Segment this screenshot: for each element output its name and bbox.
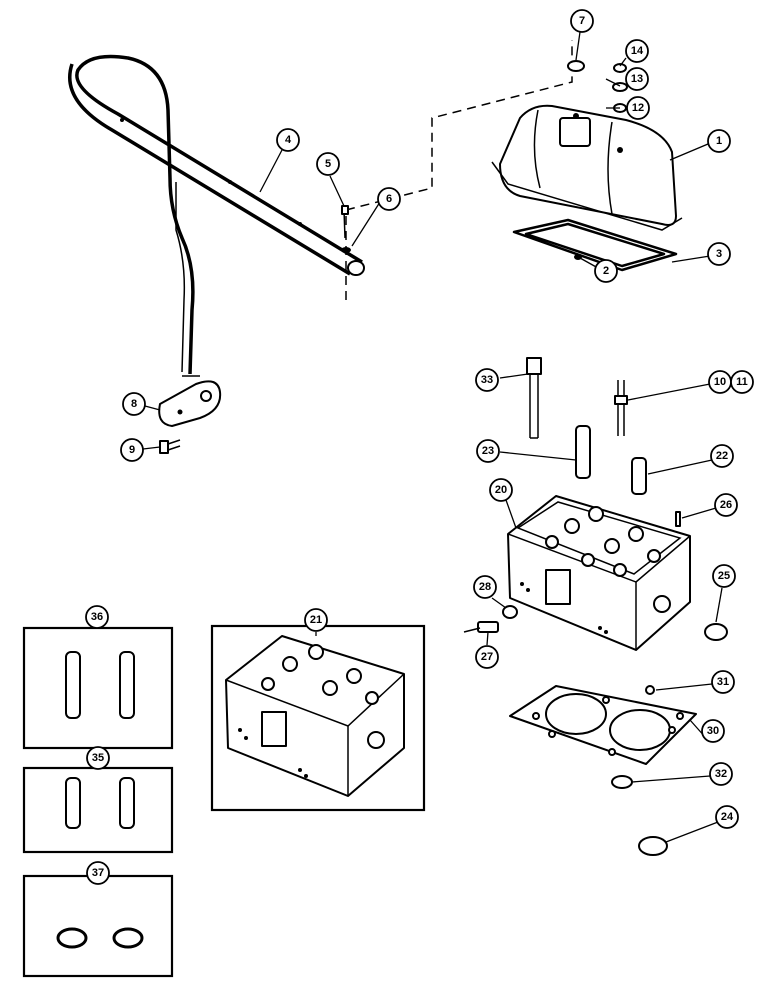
callout-label-35: 35 xyxy=(92,752,104,764)
callout-label-12: 12 xyxy=(632,102,644,114)
callout-label-14: 14 xyxy=(631,45,644,57)
washer-7 xyxy=(567,60,585,72)
callout-label-9: 9 xyxy=(129,444,135,456)
washer-6 xyxy=(341,247,351,253)
callout-label-36: 36 xyxy=(91,611,103,623)
callout-2: 2 xyxy=(594,259,618,283)
callout-label-13: 13 xyxy=(631,73,643,85)
callout-label-2: 2 xyxy=(603,265,609,277)
flange-plate xyxy=(158,380,222,427)
callout-9: 9 xyxy=(120,438,144,462)
sleeve-24 xyxy=(638,836,668,856)
callout-31: 31 xyxy=(711,670,735,694)
callout-label-21: 21 xyxy=(310,614,322,626)
kit-21-cylinder-head xyxy=(225,635,405,797)
callout-label-6: 6 xyxy=(386,193,392,205)
callout-11: 11 xyxy=(730,370,754,394)
callout-33: 33 xyxy=(475,368,499,392)
fitting-27 xyxy=(463,621,499,633)
callout-label-4: 4 xyxy=(285,134,292,146)
callout-label-5: 5 xyxy=(325,158,331,170)
cylinder-head xyxy=(507,495,691,651)
dowel-22 xyxy=(631,457,647,495)
cup-plug-25 xyxy=(704,623,728,641)
callout-21: 21 xyxy=(304,608,328,632)
callout-6: 6 xyxy=(377,187,401,211)
breather-tube xyxy=(68,54,365,377)
valve-cover-gasket xyxy=(512,218,678,272)
valve-cover xyxy=(491,104,683,231)
callout-14: 14 xyxy=(625,39,649,63)
callout-4: 4 xyxy=(276,128,300,152)
head-bolt-33 xyxy=(526,357,542,439)
callout-25: 25 xyxy=(712,564,736,588)
callout-10: 10 xyxy=(708,370,732,394)
callout-3: 3 xyxy=(707,242,731,266)
callout-35: 35 xyxy=(86,746,110,770)
callout-label-33: 33 xyxy=(481,374,493,386)
callout-8: 8 xyxy=(122,392,146,416)
kit-37-seals xyxy=(56,927,144,949)
callout-label-20: 20 xyxy=(495,484,507,496)
callout-24: 24 xyxy=(715,805,739,829)
seal-28 xyxy=(502,605,518,619)
callout-label-8: 8 xyxy=(131,398,137,410)
callout-label-31: 31 xyxy=(717,676,729,688)
callout-label-22: 22 xyxy=(716,450,728,462)
callout-30: 30 xyxy=(701,719,725,743)
dowel-23 xyxy=(575,425,591,479)
callout-label-37: 37 xyxy=(92,867,104,879)
callout-label-7: 7 xyxy=(579,15,585,27)
seal-32 xyxy=(611,775,633,789)
callout-32: 32 xyxy=(709,762,733,786)
callout-22: 22 xyxy=(710,444,734,468)
o-ring-31 xyxy=(645,685,655,695)
callout-label-24: 24 xyxy=(721,811,734,823)
callout-label-3: 3 xyxy=(716,248,722,260)
assembly-dash-line xyxy=(345,40,573,300)
callout-36: 36 xyxy=(85,605,109,629)
washer-13 xyxy=(612,82,628,92)
stud-10-11 xyxy=(614,380,628,436)
callout-label-26: 26 xyxy=(720,499,732,511)
callout-23: 23 xyxy=(476,439,500,463)
kit-36-guides xyxy=(65,651,135,719)
callout-37: 37 xyxy=(86,861,110,885)
callout-28: 28 xyxy=(473,575,497,599)
callout-label-10: 10 xyxy=(714,376,726,388)
callout-7: 7 xyxy=(570,9,594,33)
kit-35-guides xyxy=(65,777,135,829)
nut-14 xyxy=(613,63,627,73)
head-gasket xyxy=(509,685,697,765)
callout-label-1: 1 xyxy=(716,135,722,147)
screw-5 xyxy=(341,205,349,239)
callout-1: 1 xyxy=(707,129,731,153)
leader-lines xyxy=(142,31,723,843)
callout-26: 26 xyxy=(714,493,738,517)
pin-26 xyxy=(675,511,681,527)
callout-12: 12 xyxy=(626,96,650,120)
bolt-9 xyxy=(159,439,181,454)
callout-label-25: 25 xyxy=(718,570,730,582)
callout-label-27: 27 xyxy=(481,651,493,663)
callout-label-32: 32 xyxy=(715,768,727,780)
kit-box-37 xyxy=(22,874,174,978)
kit-box-35 xyxy=(22,766,174,854)
callout-label-23: 23 xyxy=(482,445,494,457)
callout-5: 5 xyxy=(316,152,340,176)
callout-label-11: 11 xyxy=(736,376,748,388)
callout-label-28: 28 xyxy=(479,581,491,593)
callout-13: 13 xyxy=(625,67,649,91)
callout-27: 27 xyxy=(475,645,499,669)
kit-box-36 xyxy=(22,626,174,750)
callout-label-30: 30 xyxy=(707,725,719,737)
callout-20: 20 xyxy=(489,478,513,502)
